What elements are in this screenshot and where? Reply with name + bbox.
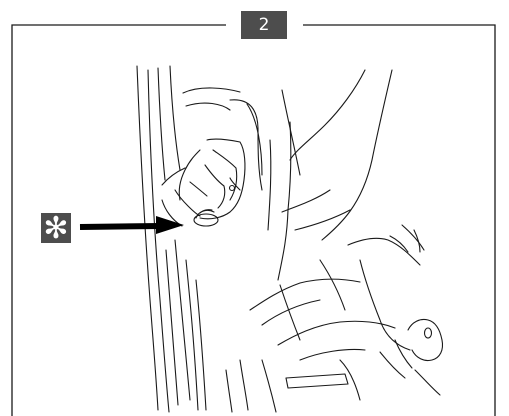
frame-border [11,24,496,416]
mechanical-line-drawing [136,65,444,413]
asterisk-marker-icon: ✻ [41,213,71,245]
step-number-badge: 2 [241,11,287,39]
callout-arrow [79,216,184,234]
